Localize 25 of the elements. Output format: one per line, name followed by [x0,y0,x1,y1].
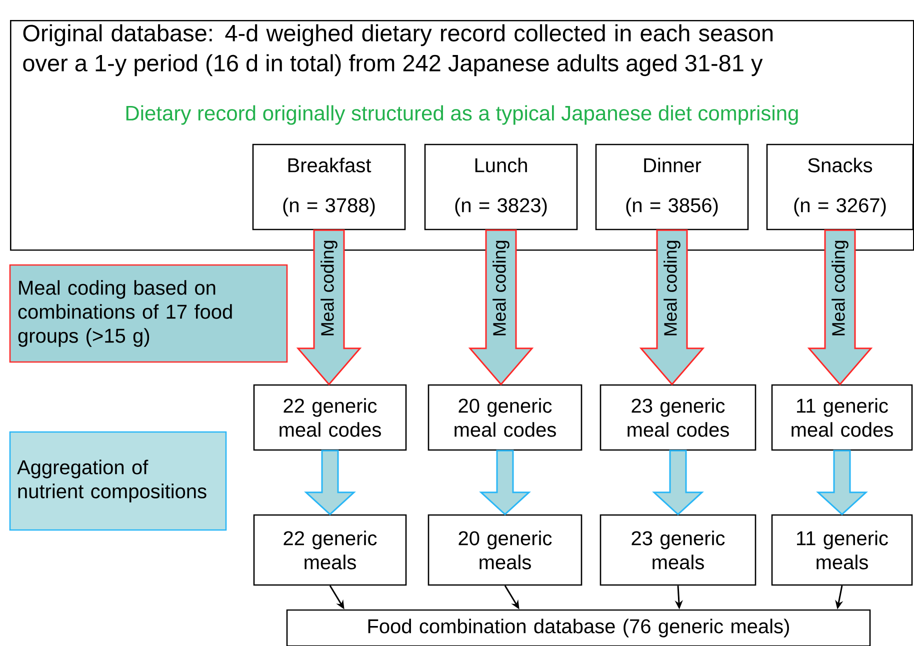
process-box: 23 generic meals [600,514,756,586]
note-box: Aggregation of nutrient compositions [9,431,227,531]
block-arrow [652,450,704,516]
edge-label: Meal coding [830,238,850,338]
process-box: 22 generic meals [253,514,407,586]
process-box: Food combination database (76 generic meals) [286,609,871,646]
block-arrow [304,450,356,516]
process-box: 22 generic meal codes [253,384,407,451]
note-box: Meal coding based on combinations of 17 food groups (>15 g) [9,264,288,363]
process-box: 11 generic meal codes [771,384,913,451]
heading-text: Original database: 4-d weighed dietary record collected in each season over a 1-y period (16 d in total) from 242 Japanese adults aged 31-81 y [23,24,773,76]
process-box: 20 generic meals [428,514,582,586]
process-box: 23 generic meal codes [600,384,756,451]
edge-label: Meal coding [492,238,510,338]
meal-box: Snacks (n = 3267) [766,144,914,230]
block-arrow [479,450,531,516]
meal-box: Lunch (n = 3823) [424,144,578,230]
subheading-text: Dietary record originally structured as a typical Japanese diet comprising [126,105,798,125]
edge-label: Meal coding [320,238,338,338]
meal-box: Breakfast (n = 3788) [252,144,406,230]
edge-label: Meal coding [662,238,682,338]
meal-box: Dinner (n = 3856) [595,144,749,230]
process-box: 11 generic meals [771,514,913,586]
process-box: 20 generic meal codes [428,384,582,451]
block-arrow [816,450,868,516]
